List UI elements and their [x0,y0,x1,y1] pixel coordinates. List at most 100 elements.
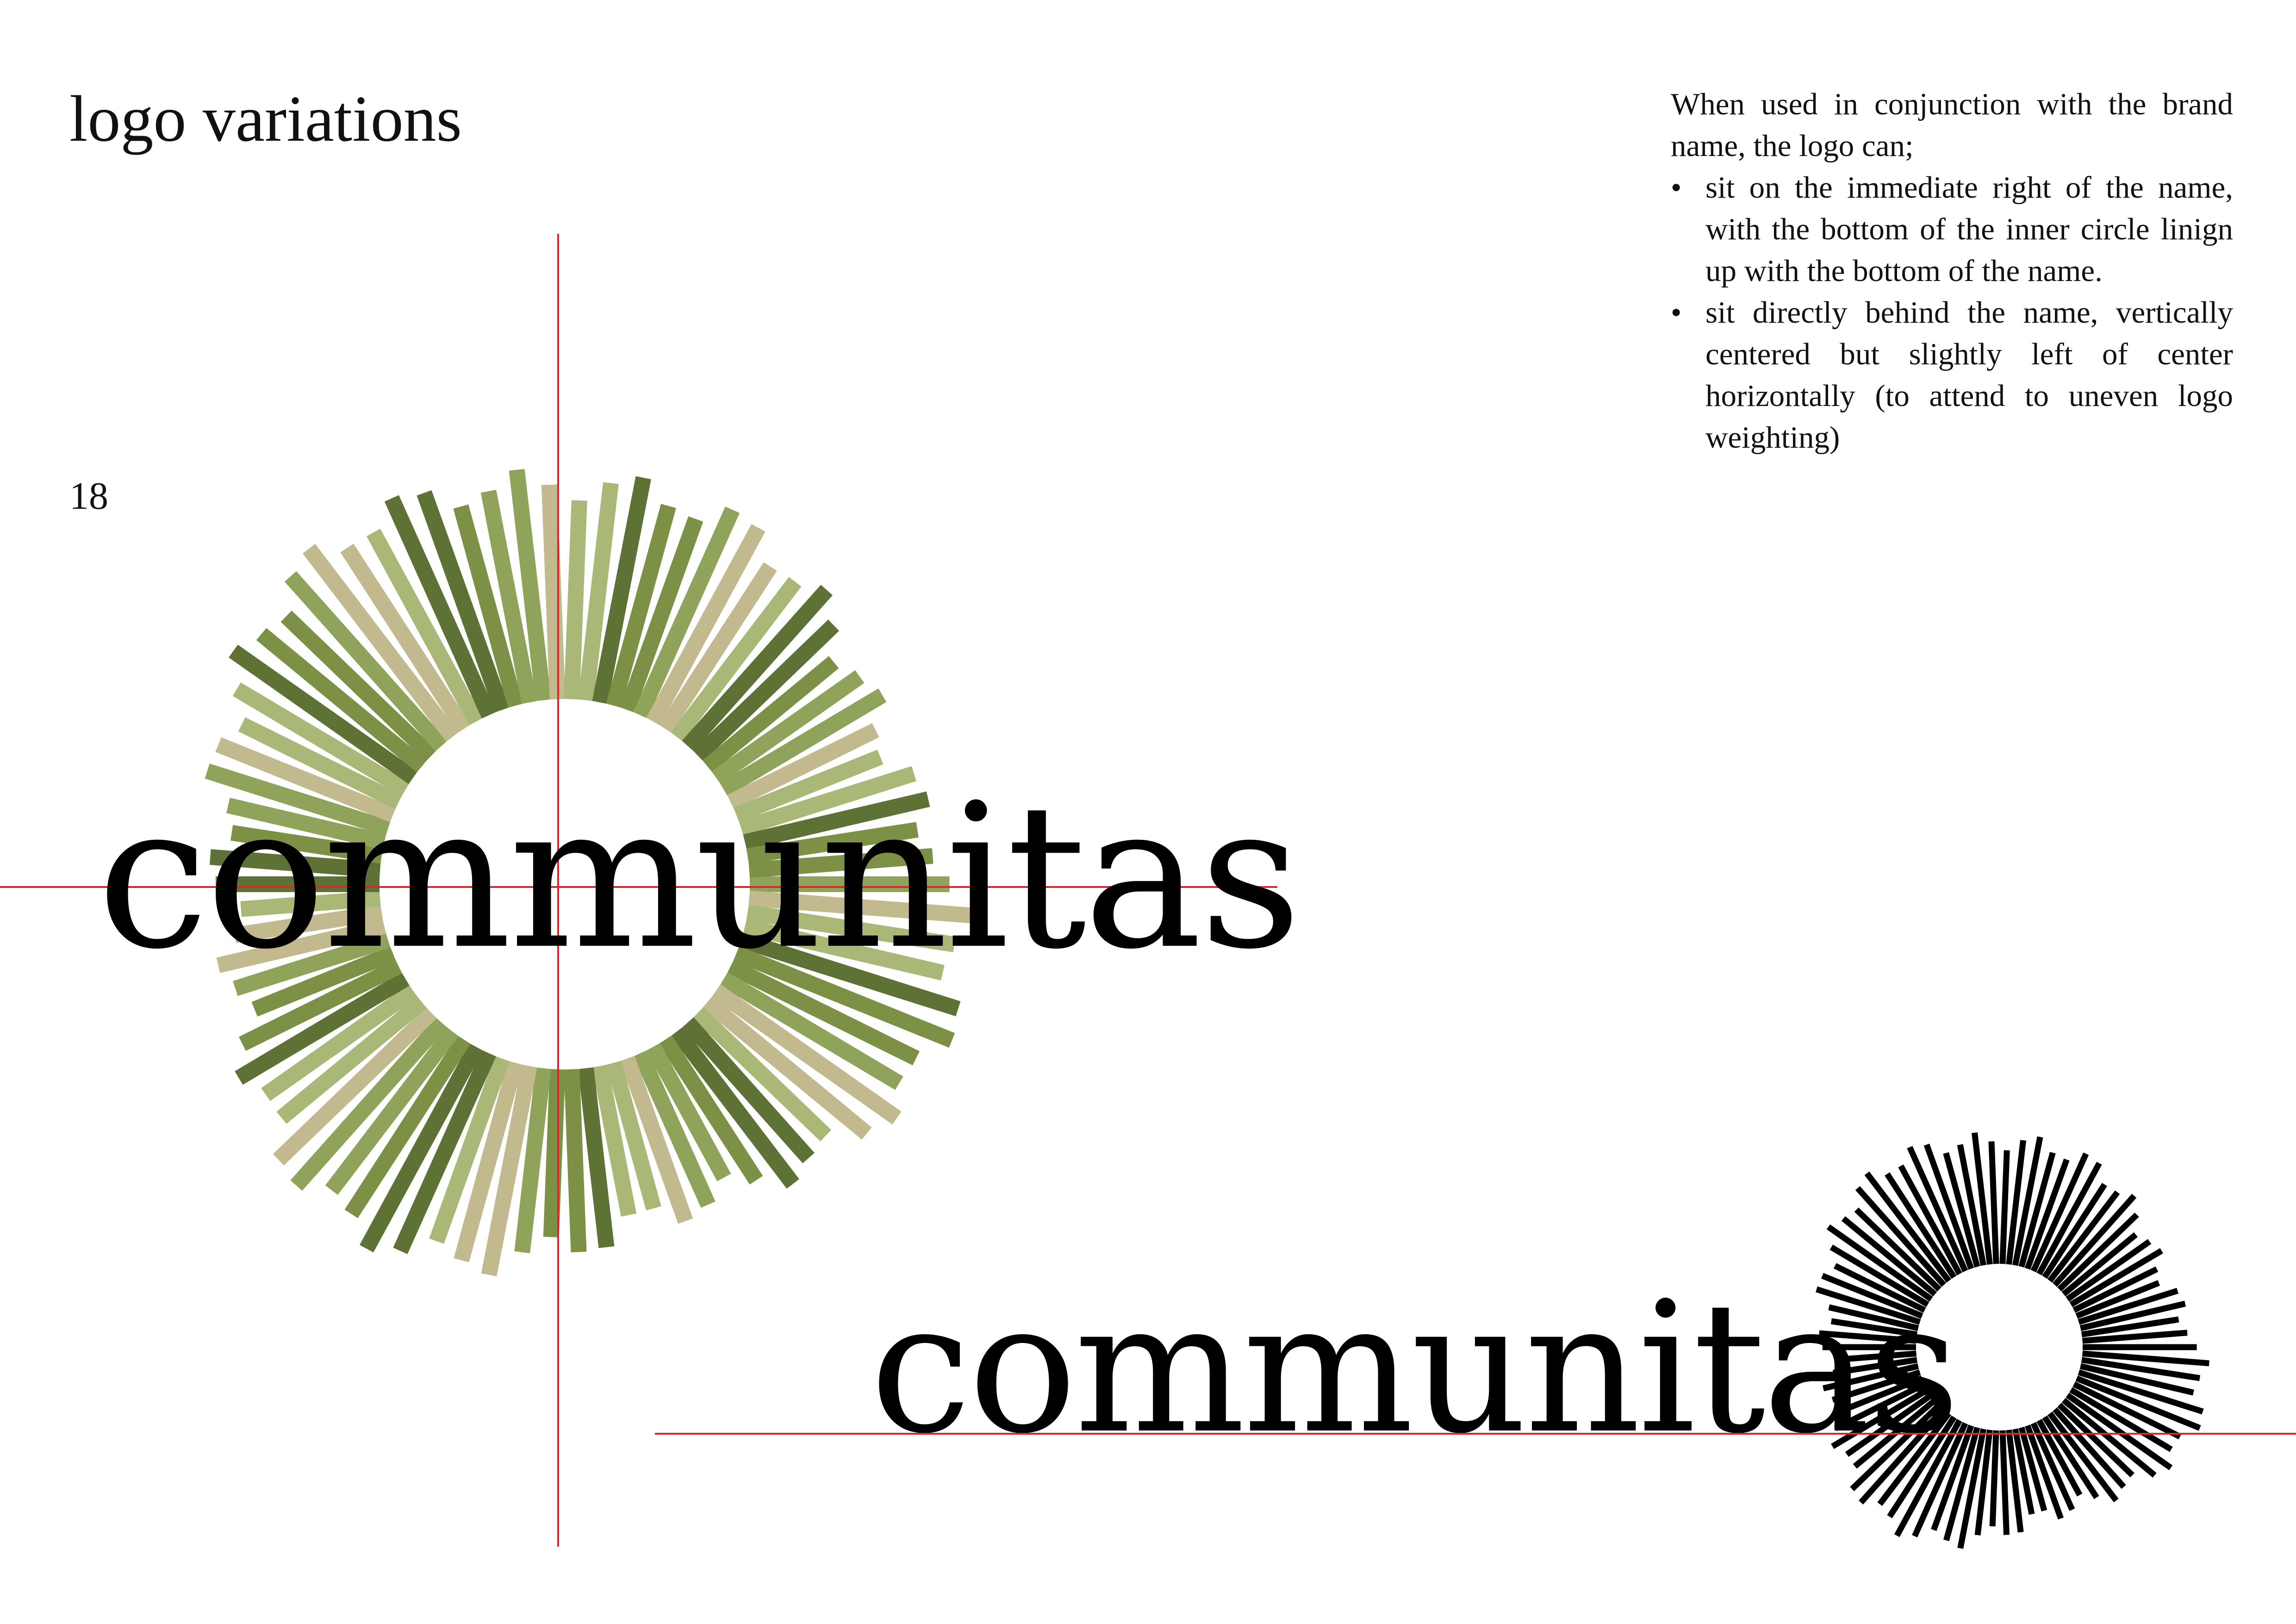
sunburst-ray [325,1026,459,1195]
sunburst-ray [1999,1430,2010,1535]
sunburst-ray [234,905,383,943]
sunburst-ray [2075,1375,2201,1431]
sunburst-ray [251,946,396,1017]
sunburst-ray [2061,1398,2157,1478]
sunburst-ray [2061,1232,2138,1297]
sunburst-ray [1957,1144,1987,1266]
sunburst-ray [727,959,920,1066]
sunburst-ray [1831,1369,1921,1403]
description-bullet: sit directly behind the name, vertically… [1671,292,2233,458]
sunburst-ray [233,932,391,996]
sunburst-ray [480,489,537,704]
sunburst-ray [261,984,418,1101]
sunburst-ray [739,766,917,836]
sunburst-ray [302,543,459,742]
sunburst-ray [2057,1403,2134,1478]
sunburst-ray [2018,1426,2047,1512]
sunburst-ray [238,717,403,809]
sunburst-ray [1842,1375,1923,1413]
sunburst-ray [743,791,930,850]
sunburst-ray [1836,1350,1916,1363]
sunburst-ray [1834,1381,1926,1431]
brand-name: communitas [870,1263,1960,1473]
sunburst-ray [256,628,427,773]
sunburst-ray [2069,1248,2163,1307]
sunburst-ray [2047,1190,2120,1283]
sunburst-ray [1830,1318,1918,1337]
sunburst-ray [692,619,840,762]
sunburst-ray [1821,1273,1923,1319]
sunburst-ray [2052,1193,2137,1287]
sunburst-ray [290,1017,448,1191]
sunburst-ray [429,1056,510,1244]
sunburst-ray [1823,1363,1919,1392]
sunburst-ray [481,1064,537,1277]
sunburst-ray [1829,1244,1929,1307]
sunburst-ray [1819,1330,1916,1344]
sunburst-ray [273,1007,437,1166]
sunburst-ray [702,656,839,773]
sunburst-ray [711,984,902,1124]
sunburst-ray [2078,1369,2204,1415]
sunburst-ray [564,500,587,700]
page-title: logo variations [69,82,462,155]
sunburst-ray [1816,1286,1921,1325]
sunburst-ray [1854,1207,1941,1292]
sunburst-ray [1907,1146,1968,1273]
sunburst-ray [682,585,833,751]
sunburst-ray [2042,1415,2099,1499]
sunburst-ray [1898,1164,1962,1276]
sunburst-ray [2066,1393,2173,1470]
sunburst-ray [366,529,483,725]
sunburst-ray [2082,1350,2209,1367]
sunburst-ray [2042,1183,2107,1279]
sunburst-ray [1828,1304,1919,1331]
sunburst-ray [284,571,448,751]
sunburst-ray [606,504,676,708]
horizontal-guide-line [655,1433,2296,1435]
sunburst-ray [692,1007,832,1142]
sunburst-ray [359,1043,483,1253]
sunburst-ray [1885,1172,1957,1279]
description-bullet: sit on the immediate right of the name, … [1671,167,2233,292]
sunburst-ray [216,918,386,973]
description: When used in conjunction with the brand … [1671,83,2233,458]
sunburst-ray [1923,1143,1974,1270]
sunburst-ray [240,890,381,917]
sunburst-ray [1988,1141,1999,1264]
sunburst-ray [743,918,945,981]
sunburst-ray [633,1050,716,1208]
sunburst-ray [592,1064,637,1217]
sunburst-ray [1931,1424,1974,1531]
sunburst-ray [215,737,396,823]
sunburst-ray [682,1017,815,1163]
sunburst-ray [720,972,903,1090]
brand-name: communitas [97,762,1301,993]
sunburst-ray [564,1069,587,1253]
sunburst-ray [739,932,961,1017]
sunburst-ray [541,484,566,700]
sunburst-ray [1957,1428,1987,1549]
sunburst-ray [239,959,403,1051]
sunburst-ray [733,946,955,1048]
sunburst-ray [592,476,651,704]
sunburst-ray [620,1056,693,1224]
sunburst-ray [1877,1412,1952,1506]
sunburst-ray [514,1067,551,1253]
sunburst-ray [1831,1387,1929,1449]
sunburst-ray [606,1061,661,1211]
sunburst-ray [2081,1357,2201,1381]
sunburst-ray [1943,1152,1980,1268]
sunburst-ray [1972,1132,1993,1265]
sunburst-ray [2078,1287,2179,1325]
sunburst-ray [1850,1403,1941,1492]
sunburst-ray [2047,1412,2119,1503]
page-number: 18 [69,475,108,518]
sunburst-ray [1999,1150,2010,1264]
sunburst-ray [2030,1422,2075,1511]
sunburst-ray [2024,1158,2070,1270]
sunburst-ray [1845,1393,1933,1457]
description-intro: When used in conjunction with the brand … [1671,87,2233,163]
